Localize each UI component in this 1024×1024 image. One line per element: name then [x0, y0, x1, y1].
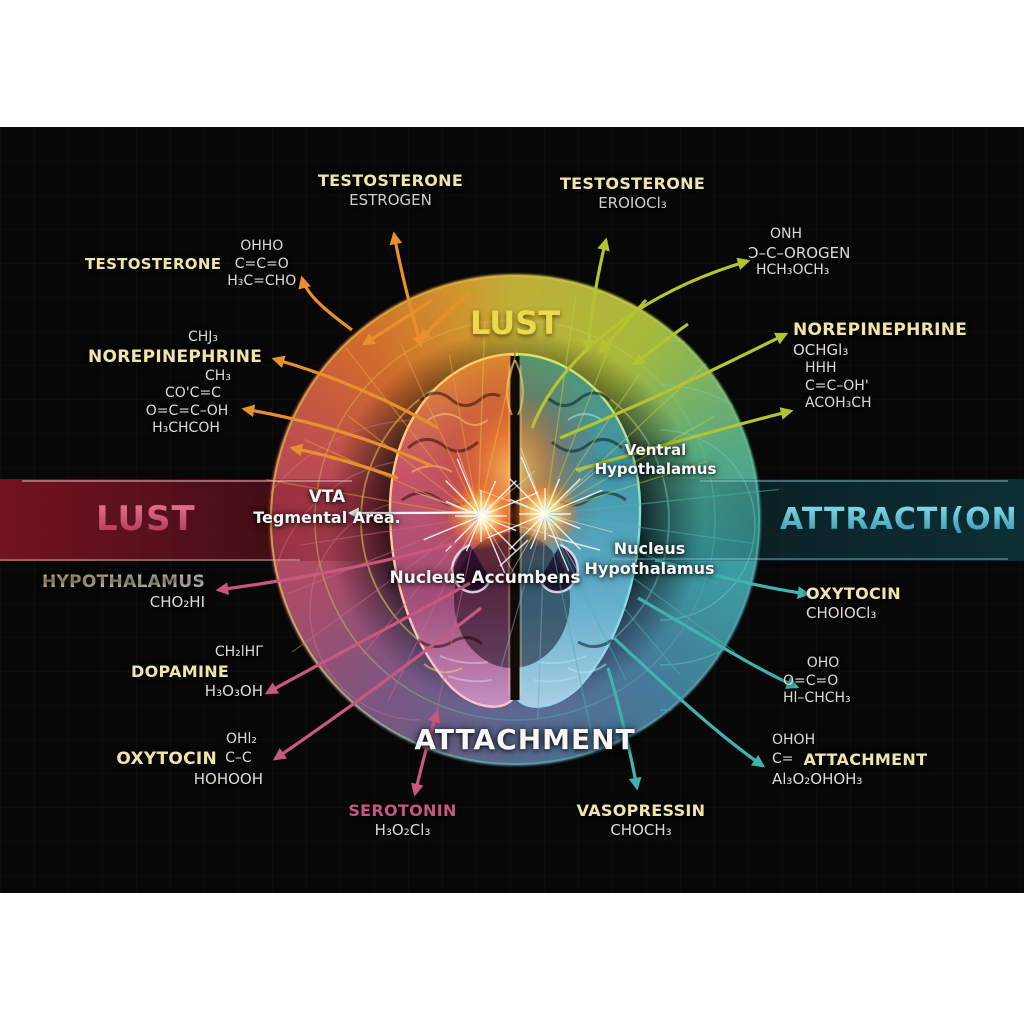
- chemical-formula: H₃CHCOH: [152, 420, 220, 437]
- annotation-top-testosterone: TESTOSTERONE ESTROGEN: [298, 171, 483, 210]
- chemical-formula: Hl–CHCH₃: [783, 690, 851, 706]
- hormone-label: TESTOSTERONE: [559, 174, 706, 193]
- brain-region-label: Ventral: [624, 441, 687, 459]
- brain-region-label: HYPOTHALAMUS: [28, 572, 205, 593]
- brain-region-label: Hypothalamus: [594, 459, 717, 478]
- hormone-label: VASOPRESSIN: [576, 801, 706, 820]
- chemical-formula: CHJ₃: [187, 329, 219, 345]
- annotation-right-formula: OHO O=C=O Hl–CHCH₃: [783, 655, 863, 708]
- annotation-nucleus-accumbens: Nucleus Accumbens: [389, 568, 581, 588]
- chemical-formula: OHl₂: [225, 731, 257, 747]
- chemical-formula: CHO₂HI: [149, 593, 205, 612]
- chemical-formula: OCHGl₃: [793, 341, 849, 360]
- attachment-circle-label: ATTACHMENT: [414, 723, 636, 756]
- annotation-nucleus-hypothalamus: Nucleus Hypothalamus: [577, 539, 722, 579]
- annotation-arrows: [215, 231, 811, 797]
- attachment-label: ATTACHMENT: [803, 749, 928, 769]
- chemical-formula: OHOH: [772, 732, 816, 748]
- chemical-formula: ACOH₃CH: [805, 395, 872, 411]
- chemical-formula: CHOIOCl₃: [806, 604, 877, 622]
- chemical-formula: CHOCH₃: [610, 821, 672, 839]
- hormone-label: DOPAMINE: [131, 661, 230, 681]
- lust-circle-label: LUST: [469, 304, 561, 342]
- chemical-formula: CO'C=C: [165, 385, 221, 402]
- annotation-oxytocin-left: OHl₂ OXYTOCIN C–C HOHOOH: [105, 731, 263, 789]
- band-lines: [0, 480, 1008, 561]
- annotation-estrogen-right: ONH Ɔ–C–OROGEN HCH₃OCH₃: [748, 226, 888, 280]
- annotation-ventral-hypothalamus: Ventral Hypothalamus: [588, 441, 723, 479]
- annotation-vta: VTA Tegmental Area.: [243, 487, 411, 528]
- annotation-vasopressin: VASOPRESSIN CHOCH₃: [566, 801, 716, 840]
- chemical-formula: CH₃: [205, 367, 231, 384]
- chemical-formula: Ɔ–C–OROGEN: [748, 243, 851, 262]
- annotation-left-testosterone: TESTOSTERONE OHHO C=C=O H₃C=CHO: [85, 238, 296, 291]
- chemical-formula: OHHO: [240, 238, 284, 254]
- chemical-formula: Al₃O₂OHOH₃: [772, 769, 863, 788]
- annotation-left-norepinephrine: CHJ₃ NOREPINEPHRINE CH₃ CO'C=C O=C=C–OH …: [88, 329, 263, 438]
- chemical-formula: C=C–OH': [805, 377, 869, 394]
- chemical-formula: O=C=C–OH: [145, 402, 229, 419]
- annotation-serotonin: SEROTONIN H₃O₂Cl₃: [330, 801, 475, 840]
- chemical-formula: O=C=O: [783, 672, 839, 689]
- chemical-formula: C=C=O: [234, 255, 289, 272]
- hormone-label: TESTOSTERONE: [317, 171, 464, 190]
- hormone-sublabel: ESTROGEN: [349, 191, 432, 209]
- annotation-right-norepinephrine: NOREPINEPHRINE OCHGl₃ HHH C=C–OH' ACOH₃C…: [793, 320, 978, 413]
- brain-region-label: Tegmental Area.: [253, 508, 401, 528]
- chemical-formula: HOHOOH: [193, 769, 263, 788]
- chemical-formula: EROIOCl₃: [598, 194, 667, 212]
- annotation-right-attachment: OHOH C= ATTACHMENT Al₃O₂OHOH₃: [772, 732, 947, 788]
- chemical-formula: H₃O₂Cl₃: [374, 821, 431, 839]
- chemical-formula: HCH₃OCH₃: [756, 262, 830, 279]
- hormone-label: NOREPINEPHRINE: [88, 346, 263, 367]
- chemical-formula: H₃O₃OH: [204, 681, 263, 700]
- chemical-formula: OHO: [806, 655, 840, 671]
- annotation-right-oxytocin: OXYTOCIN CHOIOCl₃: [806, 584, 926, 623]
- brain-region-label: VTA: [308, 487, 346, 507]
- attraction-band-label: ATTRACTI(ON: [780, 502, 1018, 537]
- chemical-formula: ONH: [770, 226, 803, 242]
- annotation-hypothalamus: HYPOTHALAMUS CHO₂HI: [28, 572, 205, 612]
- chemical-formula: H₃C=CHO: [227, 273, 297, 289]
- hormone-label: NOREPINEPHRINE: [793, 320, 968, 340]
- hormone-label: OXYTOCIN: [806, 584, 901, 603]
- annotation-topright-testosterone: TESTOSTERONE EROIOCl₃: [540, 174, 725, 213]
- chemical-formula: C=: [772, 750, 794, 767]
- brain-region-label: Hypothalamus: [584, 559, 715, 578]
- brain-region-label: Nucleus: [613, 539, 686, 558]
- attraction-band: [600, 479, 1024, 561]
- hormone-label: TESTOSTERONE: [85, 254, 222, 273]
- hormone-label: OXYTOCIN: [116, 748, 218, 769]
- chemical-formula: CH₂lHΓ: [214, 644, 263, 660]
- chemical-formula: HHH: [805, 360, 837, 376]
- hormone-label: SEROTONIN: [348, 801, 457, 820]
- chemical-formula: C–C: [225, 750, 252, 767]
- annotation-dopamine: CH₂lHΓ DOPAMINE H₃O₃OH: [131, 644, 263, 700]
- lust-band-label: LUST: [96, 499, 196, 539]
